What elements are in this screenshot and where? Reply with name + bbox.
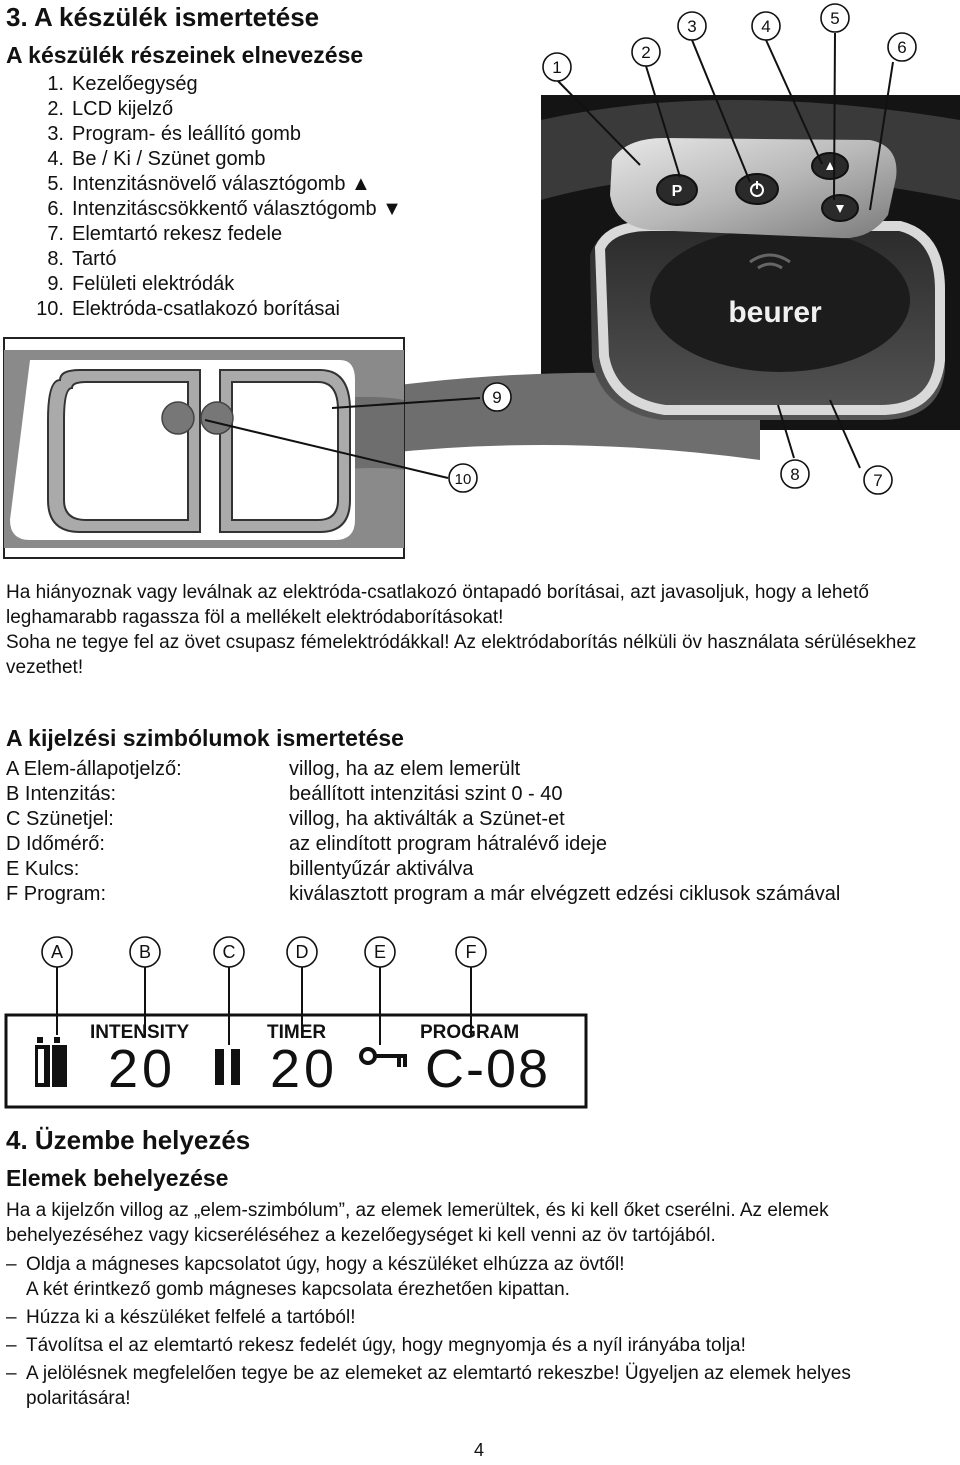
list-item: – Távolítsa el az elemtartó rekesz fedel… — [6, 1335, 746, 1356]
parts-heading: A készülék részeinek elnevezése — [6, 42, 364, 68]
down-button — [821, 194, 859, 222]
callout-label: A — [51, 942, 63, 962]
callout-label: 4 — [761, 17, 770, 36]
section-title: 3. A készülék ismertetése — [6, 2, 320, 32]
list-item: 8.Tartó — [47, 248, 117, 270]
table-row: A Elem-állapotjelző:villog, ha az elem l… — [6, 758, 521, 780]
key-icon — [359, 1047, 407, 1067]
table-row: E Kulcs:billentyűzár aktiválva — [6, 858, 474, 880]
callout-label: E — [374, 942, 386, 962]
table-row: D Időmérő:az elindított program hátralév… — [6, 833, 607, 855]
leader-lines — [204, 32, 894, 479]
callout-3 — [677, 11, 707, 41]
program-value: C-08 — [425, 1039, 550, 1099]
svg-text:P: P — [672, 183, 683, 200]
callout-label: C — [223, 942, 236, 962]
callout-1 — [542, 52, 572, 82]
callout-label: 2 — [641, 43, 650, 62]
callout-4 — [751, 11, 781, 41]
lcd-diagram: A B C D E F INTENSITY TIMER PROGRAM 20 2… — [4, 936, 588, 1109]
timer-label: TIMER — [267, 1022, 326, 1043]
callout-label: 3 — [687, 17, 696, 36]
callout-label: B — [139, 942, 151, 962]
device-illustration: beurer P — [3, 3, 960, 559]
list-item: 9.Felületi elektródák — [47, 273, 235, 295]
callout-label: 8 — [790, 465, 799, 484]
callout-label: 1 — [552, 58, 561, 77]
callout-label: 6 — [897, 38, 906, 57]
battery-icon — [35, 1037, 67, 1087]
warning-paragraph: Soha ne tegye fel az övet csupasz fémele… — [6, 632, 917, 678]
callout-6 — [887, 32, 917, 62]
list-item: 7.Elemtartó rekesz fedele — [47, 223, 283, 245]
timer-value: 20 — [270, 1039, 338, 1099]
belt-illustration — [3, 337, 405, 559]
callout-7 — [863, 465, 893, 495]
lcd-frame — [4, 1013, 588, 1109]
list-item: 2.LCD kijelző — [47, 98, 174, 120]
list-item: 6.Intenzitáscsökkentő választógomb ▼ — [47, 198, 402, 220]
page-number: 4 — [474, 1440, 485, 1460]
section4-intro: Ha a kijelzőn villog az „elem-szimbólum”… — [6, 1200, 829, 1246]
steps-list: – Oldja a mágneses kapcsolatot úgy, hogy… — [6, 1252, 951, 1414]
pause-icon — [215, 1049, 240, 1085]
parts-list: 1.Kezelőegység 2.LCD kijelző 3.Program- … — [20, 72, 402, 322]
callout-9 — [482, 382, 512, 412]
callout-label: F — [466, 942, 477, 962]
up-button — [811, 152, 849, 180]
list-item: – A jelölésnek megfelelően tegye be az e… — [6, 1363, 851, 1409]
note-paragraph: Ha hiányoznak vagy leválnak az elektróda… — [6, 582, 869, 628]
table-row: B Intenzitás:beállított intenzitási szin… — [6, 783, 563, 805]
callout-label: 9 — [492, 388, 501, 407]
device-photo: beurer P — [330, 95, 960, 460]
list-item: 3.Program- és leállító gomb — [47, 123, 301, 145]
callout-10 — [448, 463, 478, 493]
table-row: F Program:kiválasztott program a már elv… — [6, 883, 841, 905]
device-brand: beurer — [728, 296, 822, 329]
section4-subheading: Elemek behelyezése — [6, 1165, 229, 1191]
list-item: 4.Be / Ki / Szünet gomb — [47, 148, 266, 170]
callout-label: 5 — [830, 9, 839, 28]
list-item: 5.Intenzitásnövelő választógomb ▲ — [47, 173, 371, 195]
list-item: 1.Kezelőegység — [47, 73, 198, 95]
list-item: 10.Elektróda-csatlakozó borításai — [36, 298, 340, 320]
callout-8 — [780, 459, 810, 489]
callouts — [448, 3, 917, 495]
table-row: C Szünetjel:villog, ha aktiválták a Szün… — [6, 808, 565, 830]
intensity-label: INTENSITY — [90, 1022, 190, 1043]
power-button — [735, 173, 779, 205]
callout-2 — [631, 37, 661, 67]
callout-label: 7 — [873, 471, 882, 490]
callout-5 — [820, 3, 850, 33]
program-button: P — [656, 174, 698, 206]
list-item: – Húzza ki a készüléket felfelé a tartób… — [6, 1307, 356, 1328]
list-item: – Oldja a mágneses kapcsolatot úgy, hogy… — [6, 1254, 625, 1300]
intensity-value: 20 — [108, 1039, 176, 1099]
symbols-heading: A kijelzési szimbólumok ismertetése — [6, 725, 404, 751]
symbols-table: A Elem-állapotjelző:villog, ha az elem l… — [6, 757, 840, 907]
program-label: PROGRAM — [420, 1022, 519, 1043]
callout-label: D — [296, 942, 309, 962]
callout-label: 10 — [455, 471, 472, 488]
section4-title: 4. Üzembe helyezés — [6, 1125, 251, 1155]
